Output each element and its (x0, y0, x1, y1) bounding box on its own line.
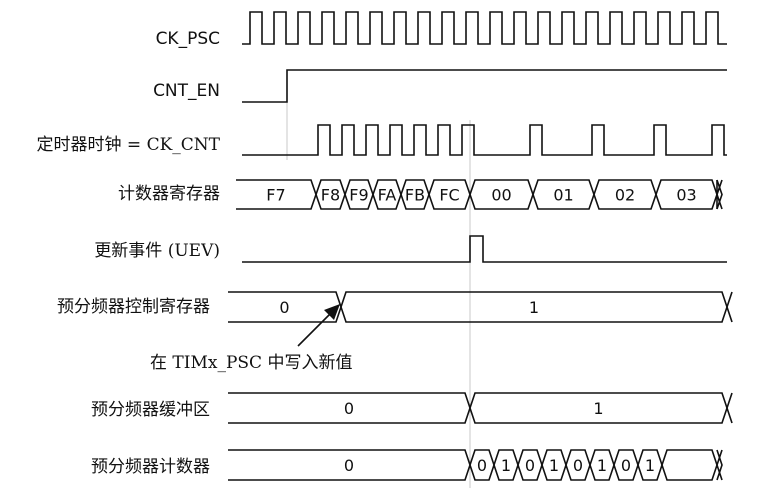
psc-buffer-cell-top-edge (228, 392, 733, 411)
psc-ctrl-cell-bottom-edge (228, 304, 733, 323)
counter-cell-value: 01 (553, 186, 573, 205)
counter-cell-value: FB (405, 186, 425, 205)
write-annotation-arrow (297, 304, 340, 347)
counter-cell-top-edge (236, 179, 723, 197)
psc-counter-cell-value: 1 (645, 456, 655, 475)
psc-ctrl-cell-value: 0 (279, 298, 289, 317)
psc-counter-cell-value: 0 (621, 456, 631, 475)
waveform-ck-psc (242, 11, 727, 45)
label-ck-psc: CK_PSC (156, 29, 220, 49)
psc-buffer-cell-value: 1 (593, 399, 603, 418)
waveform-ck-cnt (242, 124, 727, 156)
counter-cell-value: FA (378, 186, 397, 205)
psc-counter-cell-value: 0 (477, 456, 487, 475)
ck-psc-clock-line (242, 11, 727, 45)
counter-cell-value: F8 (321, 186, 340, 205)
waveform-cnt-en (242, 69, 727, 103)
psc-ctrl-cell-top-edge (228, 291, 733, 310)
uev-pulse-line (242, 235, 727, 263)
counter-cell-bottom-edge (236, 192, 723, 210)
psc-counter-cell-value: 0 (344, 456, 354, 475)
label-psc-counter: 预分频器计数器 (91, 457, 210, 477)
counter-cell-value: 02 (615, 186, 635, 205)
counter-cell-value: 03 (676, 186, 696, 205)
psc-counter-cell-value: 1 (501, 456, 511, 475)
counter-cell-tail (716, 179, 723, 210)
psc-buffer-cell-bottom-edge (228, 405, 733, 424)
counter-cell-value: F7 (266, 186, 285, 205)
ck-cnt-clock-line (242, 124, 727, 156)
psc-counter-cell-value: 1 (549, 456, 559, 475)
label-ck-cnt: 定时器时钟 = CK_CNT (37, 135, 221, 155)
waveform-uev (242, 235, 727, 263)
label-counter-register: 计数器寄存器 (118, 184, 220, 204)
annotation-write-new-value: 在 TIMx_PSC 中写入新值 (150, 353, 352, 373)
label-psc-control-register: 预分频器控制寄存器 (57, 297, 210, 317)
counter-cell-value: F9 (349, 186, 368, 205)
cnt-en-line (242, 69, 727, 103)
label-psc-buffer: 预分频器缓冲区 (91, 400, 210, 420)
psc-counter-cell-value: 0 (573, 456, 583, 475)
counter-cell-value: FC (439, 186, 459, 205)
label-uev: 更新事件 (UEV) (94, 241, 220, 261)
counter-cell-value: 00 (491, 186, 511, 205)
psc-ctrl-cell-value: 1 (529, 298, 539, 317)
bus-counter-register: F7 F8 F9 FA FB FC 00 01 02 03 (236, 179, 723, 210)
label-cnt-en: CNT_EN (153, 81, 220, 101)
arrow-head (324, 304, 340, 320)
psc-counter-cell-value: 0 (525, 456, 535, 475)
psc-counter-cell-value: 1 (597, 456, 607, 475)
psc-counter-cell-tail (716, 449, 723, 481)
psc-buffer-cell-value: 0 (344, 399, 354, 418)
psc-counter-cell-bottom-edge (228, 462, 723, 481)
arrow-shaft (297, 309, 335, 347)
